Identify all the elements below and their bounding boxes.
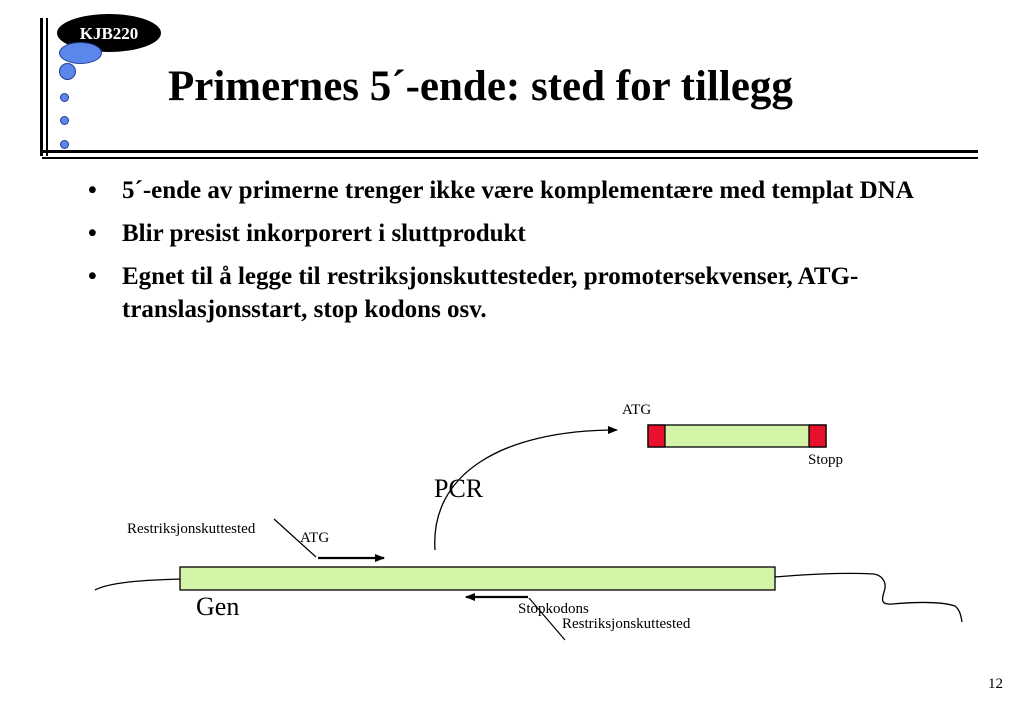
decor-dot-5 — [60, 140, 69, 149]
frame-line-left-outer — [40, 18, 43, 156]
product-atg-label: ATG — [622, 402, 652, 418]
dna-strand-right — [773, 572, 963, 623]
bullet-marker: • — [88, 177, 97, 204]
product-stop-site — [808, 424, 827, 448]
stop-codon-label: Stopkodons — [518, 601, 589, 617]
reverse-primer-tail — [528, 597, 566, 641]
bullet-text: 5´-ende av primerne trenger ikke være ko… — [122, 177, 914, 204]
bullet-list: • 5´-ende av primerne trenger ikke være k… — [86, 174, 966, 336]
gene-label: Gen — [196, 592, 240, 621]
bullet-text: Blir presist inkorporert i sluttprodukt — [122, 220, 526, 247]
decor-dot-4 — [60, 116, 69, 125]
forward-primer-atg-label: ATG — [300, 530, 330, 546]
bullet-marker: • — [88, 263, 97, 290]
left-restriction-site-label: Restriksjonskuttested — [127, 521, 256, 537]
right-restriction-site-label: Restriksjonskuttested — [562, 616, 691, 632]
pcr-arrow — [434, 426, 618, 551]
gene-bar — [179, 566, 776, 591]
bullet-item: • 5´-ende av primerne trenger ikke være k… — [86, 174, 966, 207]
bullet-item: • Egnet til å legge til restriksjonskutte… — [86, 260, 966, 326]
decor-dot-3 — [60, 93, 69, 102]
pcr-label: PCR — [434, 474, 484, 503]
product-start-site — [647, 424, 666, 448]
decor-dot-1 — [59, 42, 102, 64]
bullet-item: • Blir presist inkorporert i sluttprodukt — [86, 217, 966, 250]
bullet-marker: • — [88, 220, 97, 247]
page-number: 12 — [988, 676, 1003, 692]
dna-strand-left — [94, 578, 183, 591]
title-rule-thin — [42, 157, 978, 159]
bullet-text: Egnet til å legge til restriksjonskuttes… — [122, 263, 859, 323]
frame-line-left-inner — [46, 18, 48, 156]
forward-primer-tail — [273, 518, 317, 558]
product-bar — [647, 424, 827, 448]
title-rule-thick — [42, 150, 978, 153]
course-badge: KJB220 — [57, 14, 161, 52]
decor-dot-2 — [59, 63, 76, 80]
slide-title: Primernes 5´-ende: sted for tillegg — [168, 63, 793, 110]
product-stop-label: Stopp — [808, 452, 844, 468]
